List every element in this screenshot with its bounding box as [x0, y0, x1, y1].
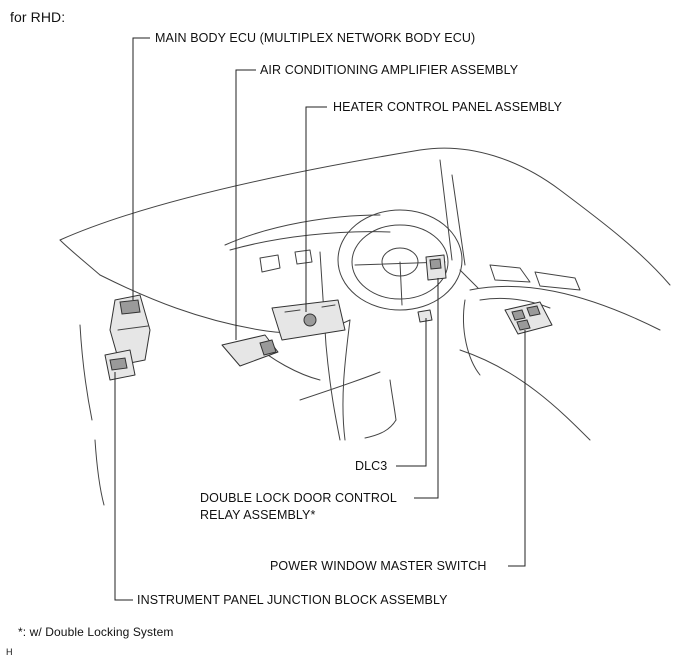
footnote: *: w/ Double Locking System [18, 625, 174, 639]
air-conditioning-amplifier-part [221, 334, 279, 367]
main-body-ecu-part [109, 294, 151, 366]
label-main-body-ecu: MAIN BODY ECU (MULTIPLEX NETWORK BODY EC… [155, 31, 476, 45]
heater-control-panel-part [271, 299, 346, 341]
figure-code: H [6, 647, 13, 657]
label-double-lock-door-line1: DOUBLE LOCK DOOR CONTROL [200, 491, 397, 505]
label-double-lock-door-line2: RELAY ASSEMBLY* [200, 508, 316, 522]
dlc3-part [417, 309, 433, 323]
double-lock-relay-part [425, 254, 447, 281]
label-power-window-master-switch: POWER WINDOW MASTER SWITCH [270, 559, 487, 573]
variant-label: for RHD: [10, 9, 66, 25]
label-instrument-panel-junction-block: INSTRUMENT PANEL JUNCTION BLOCK ASSEMBLY [137, 593, 448, 607]
label-heater-control-panel: HEATER CONTROL PANEL ASSEMBLY [333, 100, 563, 114]
dashboard-outline [59, 147, 671, 506]
label-dlc3: DLC3 [355, 459, 388, 473]
leader-lines [114, 37, 526, 601]
instrument-panel-junction-block-part [104, 349, 136, 381]
label-air-conditioning-amplifier: AIR CONDITIONING AMPLIFIER ASSEMBLY [260, 63, 519, 77]
power-window-master-switch-part [504, 301, 553, 335]
steering-wheel [337, 209, 463, 311]
